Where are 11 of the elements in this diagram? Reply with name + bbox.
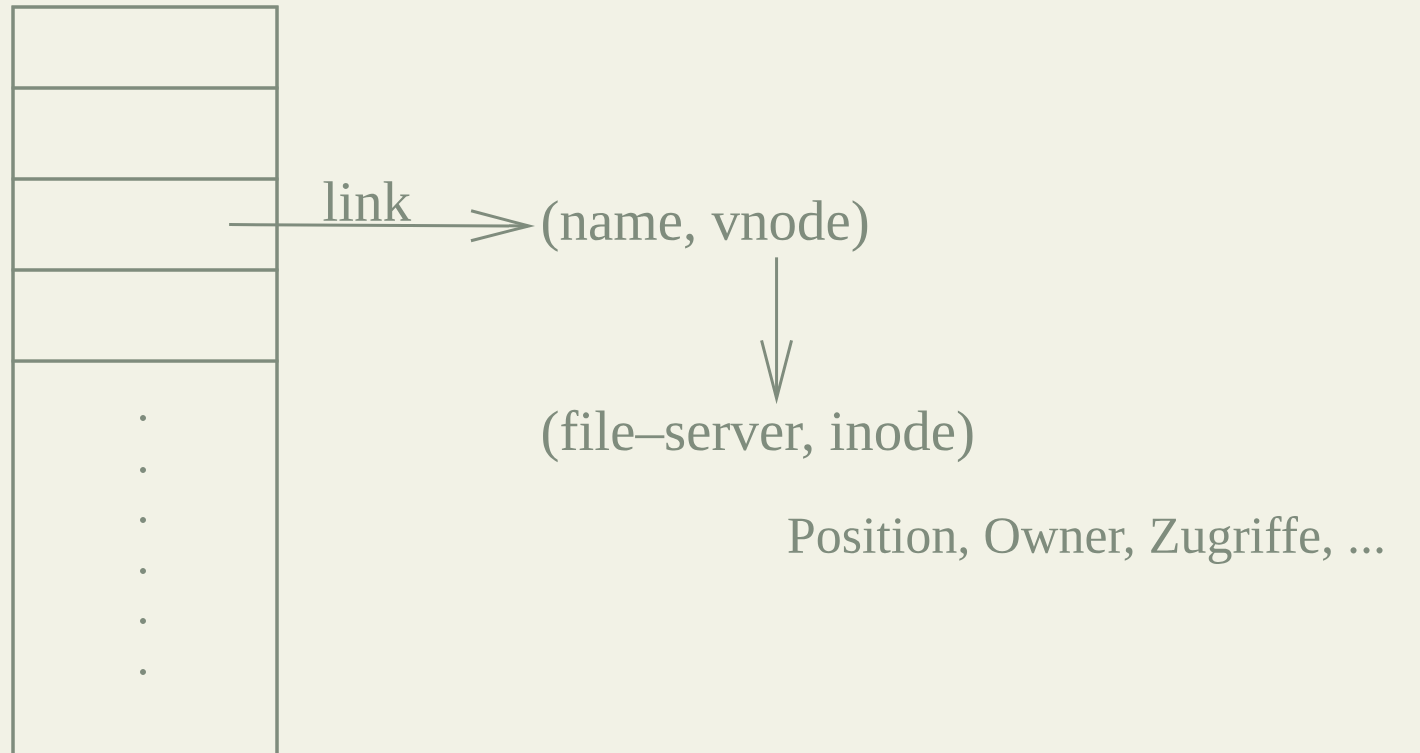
table-cell [11,177,279,272]
edge-label: link [323,181,412,221]
table-cell [11,5,279,90]
text-label: Position, Owner, Zugriffe, ... [788,516,1383,564]
table-cell [11,268,279,363]
arrow [229,209,535,243]
table-cell [11,359,279,753]
text-label: (file–server, inode) [543,409,973,463]
table-cell [11,86,279,181]
arrow [760,257,793,405]
text-label: (name, vnode) [543,200,868,252]
